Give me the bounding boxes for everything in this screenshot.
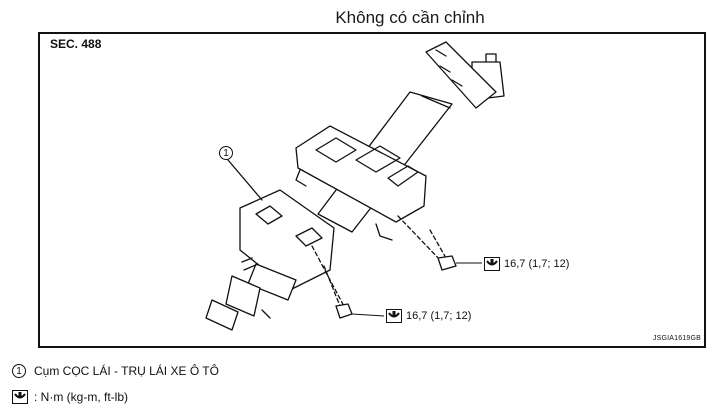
torque-wrench-icon <box>386 309 402 323</box>
legend-torque-unit: : N·m (kg-m, ft-lb) <box>12 390 128 404</box>
torque-value-lower: 16,7 (1,7; 12) <box>406 310 472 322</box>
diagram-frame <box>38 32 706 348</box>
diagram-title: Không có cần chỉnh <box>335 8 485 27</box>
drawing-code: JSGIA1619GB <box>652 335 701 342</box>
torque-label-lower: 16,7 (1,7; 12) <box>386 309 471 323</box>
section-label: SEC. 488 <box>50 37 102 51</box>
torque-wrench-icon <box>484 257 500 271</box>
legend-number-1: 1 <box>12 364 26 378</box>
callout-number-1: 1 <box>219 146 233 160</box>
torque-unit-label: : N·m (kg-m, ft-lb) <box>34 390 128 404</box>
legend-item-label: Cụm CỌC LÁI - TRỤ LÁI XE Ô TÔ <box>34 364 219 378</box>
torque-wrench-icon <box>12 390 28 404</box>
torque-label-upper: 16,7 (1,7; 12) <box>484 257 569 271</box>
legend-item-1: 1 Cụm CỌC LÁI - TRỤ LÁI XE Ô TÔ <box>12 364 219 378</box>
torque-value-upper: 16,7 (1,7; 12) <box>504 258 570 270</box>
